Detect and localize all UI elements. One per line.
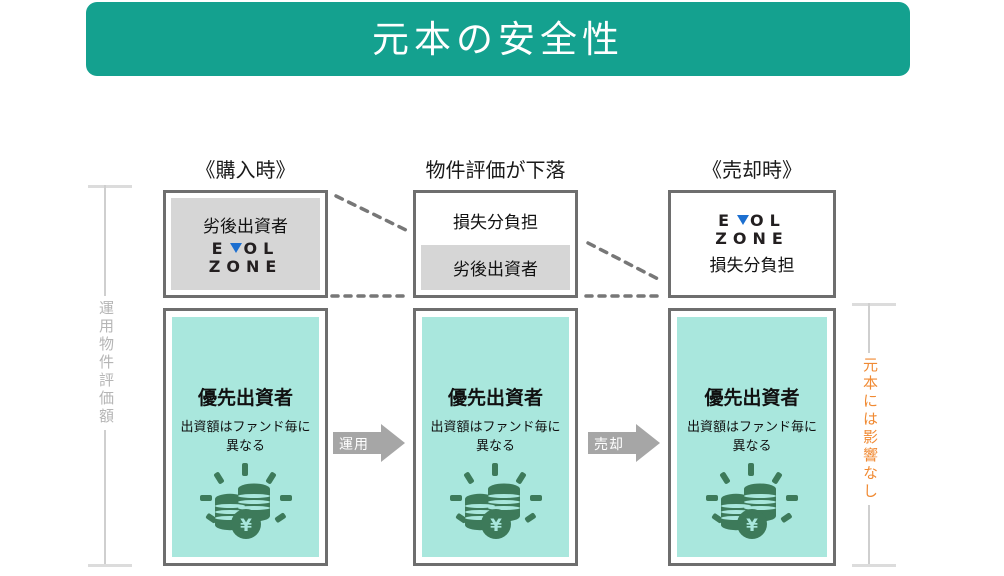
loss-share-box-valuation-drop: 損失分負担 劣後出資者 (413, 190, 578, 298)
preferred-box-valuation-drop: 優先出資者 出資額はファンド毎に異なる (413, 308, 578, 566)
logo-triangle-icon (229, 241, 244, 257)
coin-stack-yen-icon: ¥ (194, 463, 298, 545)
loss-share-label: 損失分負担 (421, 198, 570, 244)
preferred-subtitle: 出資額はファンド毎に異なる (180, 420, 311, 454)
loss-share-label: 損失分負担 (709, 256, 795, 277)
header-banner: 元本の安全性 (86, 2, 910, 76)
preferred-box-sale: 優先出資者 出資額はファンド毎に異なる (668, 308, 836, 566)
subordinated-label: 劣後出資者 (421, 244, 570, 290)
preferred-title: 優先出資者 (197, 387, 293, 409)
flow-arrow-sale-label: 売却 (594, 437, 624, 453)
preferred-subtitle: 出資額はファンド毎に異なる (430, 420, 561, 454)
coin-stack-yen-icon: ¥ (444, 463, 548, 545)
subordinated-label: 劣後出資者 (203, 217, 288, 238)
svg-text:¥: ¥ (746, 516, 758, 536)
flow-arrow-sale: 売却 (588, 423, 660, 463)
column-heading-sale: 《売却時》 (702, 158, 802, 182)
preferred-subtitle: 出資額はファンド毎に異なる (686, 420, 817, 454)
flow-arrow-operation: 運用 (333, 423, 405, 463)
column-heading-purchase: 《購入時》 (195, 158, 296, 182)
flow-arrow-operation-label: 運用 (339, 437, 369, 453)
preferred-box-purchase: 優先出資者 出資額はファンド毎に異なる (163, 308, 328, 566)
page-title: 元本の安全性 (372, 17, 624, 61)
right-bracket-label: 元本には影響なし (860, 353, 881, 505)
preferred-title: 優先出資者 (704, 387, 800, 409)
logo-triangle-icon (735, 213, 750, 229)
coin-stack-yen-icon: ¥ (700, 463, 804, 545)
column-heading-valuation-drop: 物件評価が下落 (425, 158, 566, 182)
svg-text:¥: ¥ (240, 516, 252, 536)
svg-text:¥: ¥ (490, 516, 502, 536)
preferred-title: 優先出資者 (447, 387, 543, 409)
left-bracket-label: 運用物件評価額 (96, 296, 117, 430)
